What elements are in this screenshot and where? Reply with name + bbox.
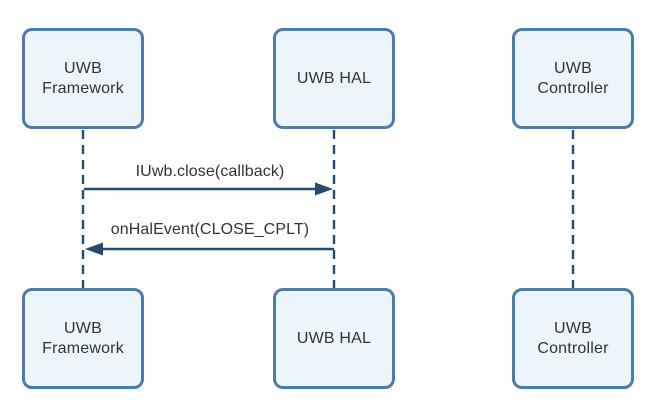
message-arrowhead-onhalevent — [85, 242, 103, 256]
participant-label: UWB Controller — [537, 59, 609, 97]
participant-box-uwb-framework-top: UWB Framework — [22, 28, 144, 129]
participant-box-uwb-controller-top: UWB Controller — [512, 28, 634, 129]
message-label-close: IUwb.close(callback) — [135, 163, 285, 180]
participant-label: UWB HAL — [296, 69, 372, 87]
participant-label: UWB Framework — [42, 59, 124, 97]
participant-label: UWB Framework — [42, 319, 124, 357]
participant-box-uwb-controller-bottom: UWB Controller — [512, 288, 634, 389]
participant-label: UWB HAL — [296, 329, 372, 347]
participant-box-uwb-hal-top: UWB HAL — [273, 28, 395, 129]
participant-box-uwb-hal-bottom: UWB HAL — [273, 288, 395, 389]
message-arrowhead-close — [315, 182, 333, 196]
participant-label: UWB Controller — [537, 319, 609, 357]
message-label-onhalevent: onHalEvent(CLOSE_CPLT) — [110, 221, 310, 238]
participant-box-uwb-framework-bottom: UWB Framework — [22, 288, 144, 389]
